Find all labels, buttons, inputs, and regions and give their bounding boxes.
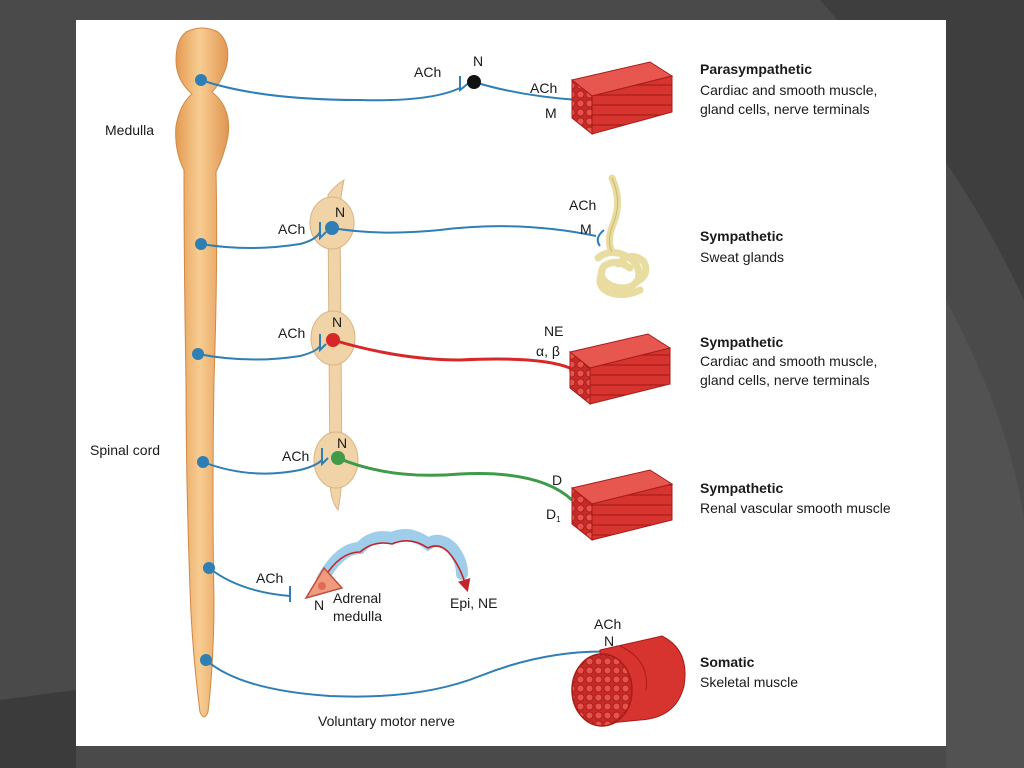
p4-receptor-label: D1 [546, 506, 561, 524]
p4-receptor-sub: 1 [556, 515, 561, 524]
p2-receptor-label: M [580, 221, 592, 237]
p3-receptor-label: α, β [536, 343, 560, 359]
p1-post-label: ACh [530, 80, 557, 96]
p2-pre-label: ACh [278, 221, 305, 237]
muscle-block-parasympathetic [570, 61, 674, 136]
muscle-block-ne [568, 333, 672, 406]
p3-post-label: NE [544, 323, 563, 339]
p1-desc1: Cardiac and smooth muscle, [700, 82, 877, 98]
pathway-sympathetic-ne [192, 333, 576, 379]
p4-post-label: D [552, 472, 562, 488]
pathway-sympathetic-d [197, 448, 579, 511]
pathway-adrenal [203, 529, 471, 602]
p1-pre-label: ACh [414, 64, 441, 80]
spinal-cord-label: Spinal cord [90, 442, 160, 458]
p3-desc1: Cardiac and smooth muscle, [700, 353, 877, 369]
p2-ganglion-label: N [335, 204, 345, 220]
sympathetic-chain [309, 178, 359, 512]
medulla-label: Medulla [105, 122, 154, 138]
voluntary-motor-nerve-label: Voluntary motor nerve [318, 713, 455, 729]
diagram-panel: Medulla Spinal cord Voluntary motor nerv… [76, 20, 946, 746]
muscle-block-renal [570, 469, 674, 542]
p1-receptor-label: M [545, 105, 557, 121]
p2-desc1: Sweat glands [700, 249, 784, 265]
p6-receptor-label: N [604, 633, 614, 649]
sweat-gland [594, 174, 650, 299]
pathway-sympathetic-sweat [195, 221, 605, 250]
p1-ganglion-label: N [473, 53, 483, 69]
p5-receptor-label: N [314, 597, 324, 613]
epi-ne-label: Epi, NE [450, 595, 497, 611]
p4-receptor-main: D [546, 506, 556, 522]
p1-desc2: gland cells, nerve terminals [700, 101, 870, 117]
p2-title: Sympathetic [700, 228, 783, 244]
skeletal-muscle [571, 635, 686, 727]
p6-desc1: Skeletal muscle [700, 674, 798, 690]
p4-pre-label: ACh [282, 448, 309, 464]
adrenal-label-2: medulla [333, 608, 382, 624]
p6-title: Somatic [700, 654, 755, 670]
autonomic-diagram: Medulla Spinal cord Voluntary motor nerv… [90, 27, 891, 729]
spinal-cord [175, 27, 230, 718]
adrenal-label-1: Adrenal [333, 590, 381, 606]
p5-pre-label: ACh [256, 570, 283, 586]
p2-post-label: ACh [569, 197, 596, 213]
p6-post-label: ACh [594, 616, 621, 632]
p3-title: Sympathetic [700, 334, 783, 350]
p3-pre-label: ACh [278, 325, 305, 341]
pathway-parasympathetic [195, 74, 579, 109]
pathway-somatic [200, 645, 625, 698]
p1-title: Parasympathetic [700, 61, 812, 77]
p3-ganglion-label: N [332, 314, 342, 330]
sweat-gland-outline [608, 177, 618, 253]
p3-desc2: gland cells, nerve terminals [700, 372, 870, 388]
p4-title: Sympathetic [700, 480, 783, 496]
p4-ganglion-label: N [337, 435, 347, 451]
p4-desc1: Renal vascular smooth muscle [700, 500, 891, 516]
